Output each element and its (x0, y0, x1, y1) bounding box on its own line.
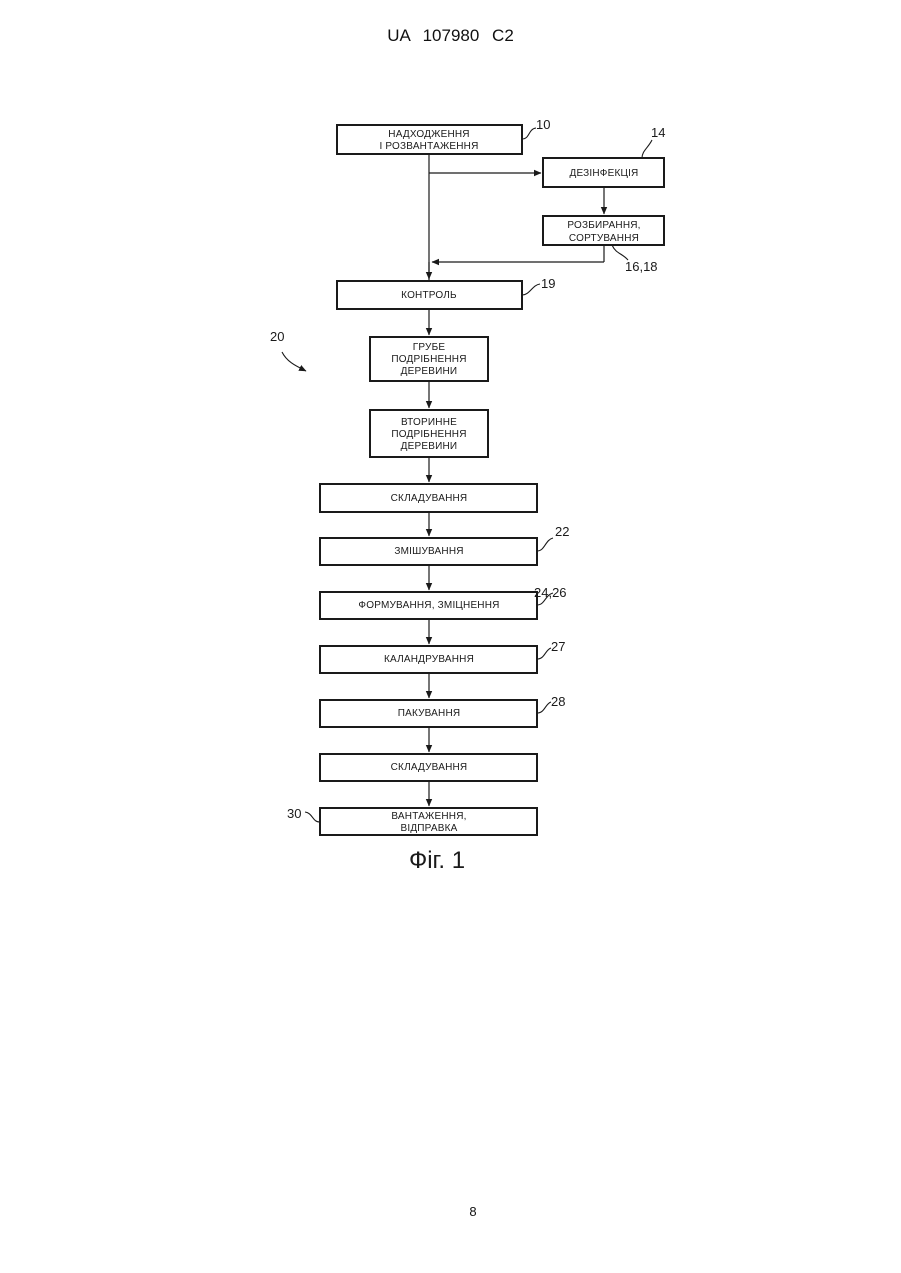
ref-numeral: 27 (551, 639, 565, 654)
step-label: НАДХОДЖЕННЯ (388, 129, 469, 140)
page-number: 8 (0, 1204, 901, 1219)
leader-line (642, 140, 652, 158)
step-disinfection: ДЕЗІНФЕКЦІЯ (543, 158, 664, 187)
step-label: І РОЗВАНТАЖЕННЯ (379, 141, 478, 152)
step-stacking-1: СКЛАДУВАННЯ (320, 484, 537, 512)
ref-numeral: 19 (541, 276, 555, 291)
step-label: КОНТРОЛЬ (401, 290, 457, 301)
step-label: РОЗБИРАННЯ, (567, 220, 640, 231)
step-receiving: НАДХОДЖЕННЯ І РОЗВАНТАЖЕННЯ (337, 125, 522, 154)
step-secondary-shredding: ВТОРИННЕ ПОДРІБНЕННЯ ДЕРЕВИНИ (370, 410, 488, 457)
step-label: ГРУБЕ (413, 342, 446, 353)
step-label: ДЕРЕВИНИ (401, 441, 458, 452)
step-mixing: ЗМІШУВАННЯ (320, 538, 537, 565)
step-label: СКЛАДУВАННЯ (391, 762, 468, 773)
step-label: ВТОРИННЕ (401, 417, 457, 428)
step-rough-shredding: ГРУБЕ ПОДРІБНЕННЯ ДЕРЕВИНИ (370, 337, 488, 381)
leader-line (522, 128, 536, 139)
step-label: ПОДРІБНЕННЯ (391, 354, 466, 365)
step-label: ВАНТАЖЕННЯ, (391, 811, 466, 822)
step-label: СОРТУВАННЯ (569, 233, 639, 244)
ref-numeral: 30 (287, 806, 301, 821)
leader-line (305, 812, 320, 822)
group-leader-arrow (282, 352, 306, 371)
step-label: СКЛАДУВАННЯ (391, 493, 468, 504)
ref-numeral: 22 (555, 524, 569, 539)
ref-numeral: 28 (551, 694, 565, 709)
step-label: ФОРМУВАННЯ, ЗМІЦНЕННЯ (358, 600, 499, 611)
step-forming: ФОРМУВАННЯ, ЗМІЦНЕННЯ (320, 592, 537, 619)
step-label: ПОДРІБНЕННЯ (391, 429, 466, 440)
leader-line (537, 702, 551, 713)
step-shipping: ВАНТАЖЕННЯ, ВІДПРАВКА (320, 808, 537, 835)
step-label: ДЕРЕВИНИ (401, 366, 458, 377)
ref-numeral: 16,18 (625, 259, 658, 274)
step-label: ПАКУВАННЯ (398, 708, 461, 719)
step-control: КОНТРОЛЬ (337, 281, 522, 309)
step-stacking-2: СКЛАДУВАННЯ (320, 754, 537, 781)
ref-numeral: 14 (651, 125, 665, 140)
step-packing: ПАКУВАННЯ (320, 700, 537, 727)
ref-numeral: 10 (536, 117, 550, 132)
leader-line (522, 284, 540, 295)
step-dismantling: РОЗБИРАННЯ, СОРТУВАННЯ (543, 216, 664, 245)
leader-line (537, 648, 551, 659)
ref-numeral: 24,26 (534, 585, 567, 600)
step-label: ЗМІШУВАННЯ (394, 546, 463, 557)
step-label: ДЕЗІНФЕКЦІЯ (570, 168, 639, 179)
ref-numeral: 20 (270, 329, 284, 344)
step-label: ВІДПРАВКА (400, 823, 457, 834)
figure-caption: Фіг. 1 (409, 847, 465, 874)
leader-line (612, 245, 628, 260)
step-label: КАЛАНДРУВАННЯ (384, 654, 474, 665)
leader-line (537, 538, 553, 551)
step-calendering: КАЛАНДРУВАННЯ (320, 646, 537, 673)
